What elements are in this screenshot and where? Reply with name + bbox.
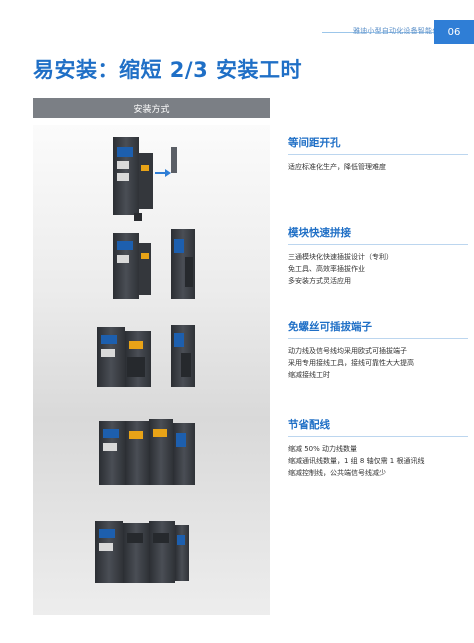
drive-compact-assembly xyxy=(95,521,189,583)
feature-line: 缩减 50% 动力线数量 xyxy=(288,445,358,453)
feature-heading: 免螺丝可插拔端子 xyxy=(288,321,372,333)
header-rule xyxy=(322,32,474,33)
installation-illustration xyxy=(33,125,270,615)
feature-heading: 模块快速拼接 xyxy=(288,227,351,239)
feature-line: 动力线及信号线均采用欧式可插拔端子 xyxy=(288,347,407,355)
feature-rule xyxy=(288,338,468,339)
feature-line: 缩减通讯线数量，1 组 8 轴仅需 1 根通讯线 xyxy=(288,457,425,465)
drive-multi-axis xyxy=(99,419,195,485)
feature-screwless-terminal: 免螺丝可插拔端子 动力线及信号线均采用欧式可插拔端子 采用专用接线工具，接线可靠… xyxy=(288,320,468,381)
feature-heading: 等间距开孔 xyxy=(288,137,341,149)
feature-line: 适应标准化生产，降低管理难度 xyxy=(288,163,386,171)
feature-equal-spacing: 等间距开孔 适应标准化生产，降低管理难度 xyxy=(288,136,468,173)
drive-with-module xyxy=(113,229,195,299)
feature-line: 缩减控制线，公共端信号线减少 xyxy=(288,469,386,477)
section-banner: 安装方式 xyxy=(33,98,270,118)
feature-rule xyxy=(288,154,468,155)
feature-rule xyxy=(288,436,468,437)
drive-single xyxy=(113,137,177,221)
feature-fast-splicing: 模块快速拼接 三通模块化快速插拔设计（专利） 免工具、高效率插拔作业 多安装方式… xyxy=(288,226,468,287)
servo-drives-illustration xyxy=(95,137,195,583)
feature-desc: 缩减 50% 动力线数量 缩减通讯线数量，1 组 8 轴仅需 1 根通讯线 缩减… xyxy=(288,443,468,479)
header-subtitle: 雅迪小型自动化设备智能化 xyxy=(353,27,440,35)
feature-line: 多安装方式灵活应用 xyxy=(288,277,351,285)
feature-heading: 节省配线 xyxy=(288,419,330,431)
feature-save-wiring: 节省配线 缩减 50% 动力线数量 缩减通讯线数量，1 组 8 轴仅需 1 根通… xyxy=(288,418,468,479)
feature-line: 采用专用接线工具，接线可靠性大大提高 xyxy=(288,359,414,367)
page-number: 06 xyxy=(434,20,474,44)
feature-desc: 适应标准化生产，降低管理难度 xyxy=(288,161,468,173)
arrow-icon xyxy=(165,169,171,177)
feature-line: 三通模块化快速插拔设计（专利） xyxy=(288,253,393,261)
feature-line: 免工具、高效率插拔作业 xyxy=(288,265,365,273)
drive-with-terminals xyxy=(97,325,195,387)
feature-desc: 动力线及信号线均采用欧式可插拔端子 采用专用接线工具，接线可靠性大大提高 缩减接… xyxy=(288,345,468,381)
feature-desc: 三通模块化快速插拔设计（专利） 免工具、高效率插拔作业 多安装方式灵活应用 xyxy=(288,251,468,287)
feature-rule xyxy=(288,244,468,245)
page-title: 易安装：缩短 2/3 安装工时 xyxy=(33,58,303,82)
feature-line: 缩减接线工时 xyxy=(288,371,330,379)
